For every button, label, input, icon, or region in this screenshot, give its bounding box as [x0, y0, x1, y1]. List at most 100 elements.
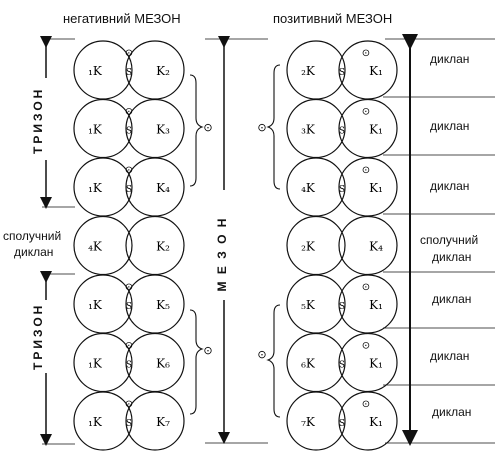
right-label-3: диклан [430, 179, 470, 193]
right-label-2: диклан [430, 119, 470, 133]
negative-left-circle [73, 215, 133, 276]
negative-right-label: K₅ [156, 298, 170, 312]
positive-left-label: ₃K [301, 123, 316, 137]
negative-row-sign: ⊙ [125, 107, 133, 118]
negative-right-label: K₃ [156, 123, 170, 137]
positive-left-circle [286, 391, 346, 451]
positive-left-circle [286, 98, 346, 159]
negative-shared-label: S [126, 419, 132, 429]
positive-shared-label: S [339, 361, 345, 371]
positive-left-circle [286, 40, 346, 100]
negative-left-circle [73, 40, 133, 100]
negative-row-sign: ⊙ [125, 399, 133, 410]
positive-row-sign: ⊙ [362, 399, 370, 410]
negative-left-label: ₁K [88, 181, 103, 195]
negative-right-label: K₆ [156, 357, 170, 371]
right-label-7: диклан [430, 349, 470, 363]
negative-row-sign: ⊙ [125, 48, 133, 59]
positive-left-circle [286, 215, 346, 276]
trizon-top-arrow [40, 36, 75, 209]
negative-pair: ₄K K₂ [73, 215, 185, 276]
positive-left-circle [286, 274, 346, 334]
positive-left-label: ₂K [301, 240, 316, 254]
positive-pair: ₃K K₁ S ⊙ [286, 98, 398, 159]
right-label-6: диклан [432, 292, 472, 306]
right-label-1: диклан [430, 52, 470, 66]
braces [189, 64, 281, 418]
positive-right-label: K₁ [369, 415, 383, 429]
left-connect-label-1: сполучний [3, 229, 62, 243]
brace-signs: ⊙ ⊙ ⊙ ⊙ [203, 121, 266, 361]
negative-left-circle [73, 157, 133, 217]
positive-pair: ₂K K₄ [286, 215, 398, 276]
positive-right-label: K₁ [369, 64, 383, 78]
positive-right-label: K₁ [369, 298, 383, 312]
right-dividers [383, 96, 495, 386]
positive-left-label: ₂K [301, 64, 316, 78]
positive-row-sign: ⊙ [362, 107, 370, 118]
positive-right-label: K₁ [369, 123, 383, 137]
negative-right-circle [125, 391, 185, 451]
positive-shared-label: S [339, 127, 345, 137]
negative-left-circle [73, 391, 133, 451]
negative-right-label: K₇ [156, 415, 170, 429]
negative-right-circle [125, 157, 185, 217]
positive-left-label: ₆K [301, 357, 316, 371]
negative-right-circle [125, 215, 185, 276]
negative-right-circle [125, 332, 185, 393]
brace-sign-neg-top: ⊙ [203, 121, 212, 134]
right-arrow [385, 34, 495, 446]
positive-row-sign: ⊙ [362, 282, 370, 293]
positive-right-label: K₄ [369, 240, 383, 254]
negative-right-label: K₂ [156, 64, 170, 78]
positive-left-label: ₇K [301, 415, 316, 429]
positive-shared-label: S [339, 68, 345, 78]
negative-left-label: ₄K [88, 240, 103, 254]
positive-left-label: ₅K [301, 298, 316, 312]
negative-right-label: K₄ [156, 181, 170, 195]
positive-shared-label: S [339, 419, 345, 429]
positive-left-circle [286, 332, 346, 393]
negative-right-circle [125, 98, 185, 159]
positive-right-label: K₁ [369, 181, 383, 195]
positive-meson-header: позитивний МЕЗОН [273, 11, 393, 26]
positive-shared-label: S [339, 302, 345, 312]
positive-right-label: K₁ [369, 357, 383, 371]
right-label-4: сполучний [420, 233, 479, 247]
negative-shared-label: S [126, 361, 132, 371]
positive-row-sign: ⊙ [362, 165, 370, 176]
negative-right-circle [125, 274, 185, 334]
negative-row-sign: ⊙ [125, 165, 133, 176]
brace-sign-neg-bottom: ⊙ [203, 344, 212, 357]
negative-left-label: ₁K [88, 415, 103, 429]
negative-left-label: ₁K [88, 357, 103, 371]
positive-pair: ₇K K₁ S ⊙ [286, 391, 398, 451]
positive-right-circle [338, 215, 398, 276]
negative-right-label: K₂ [156, 240, 170, 254]
negative-pair: ₁K K₃ S ⊙ [73, 98, 185, 159]
negative-meson-header: негативний МЕЗОН [63, 11, 181, 26]
brace-sign-pos-bottom: ⊙ [257, 348, 266, 361]
left-connect-label-2: диклан [14, 245, 54, 259]
positive-pair: ₅K K₁ S ⊙ [286, 274, 398, 334]
trizon-bottom-arrow [40, 271, 75, 446]
negative-left-label: ₁K [88, 64, 103, 78]
negative-left-circle [73, 98, 133, 159]
negative-left-circle [73, 332, 133, 393]
negative-pair: ₁K K₇ S ⊙ [73, 391, 185, 451]
negative-shared-label: S [126, 127, 132, 137]
meson-arrow [205, 36, 268, 444]
brace-sign-pos-top: ⊙ [257, 121, 266, 134]
negative-right-circle [125, 40, 185, 100]
negative-left-label: ₁K [88, 123, 103, 137]
positive-left-label: ₄K [301, 181, 316, 195]
